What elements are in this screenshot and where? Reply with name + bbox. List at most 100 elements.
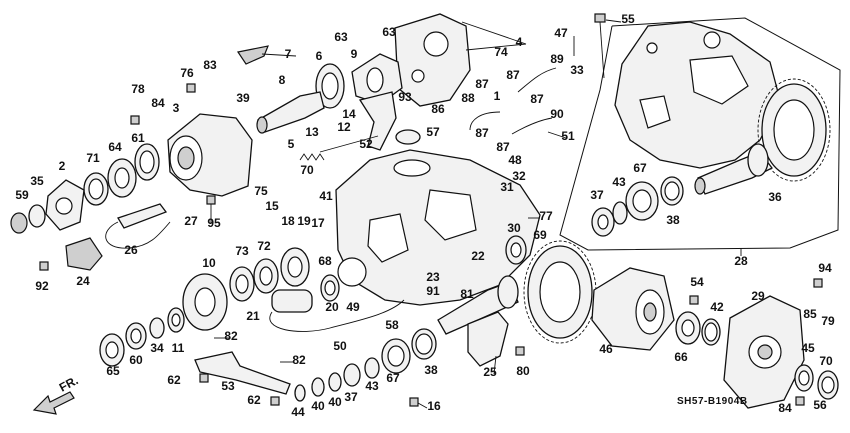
- callout-c87e: 87: [496, 140, 510, 154]
- callout-c12: 12: [337, 120, 351, 134]
- callout-c54: 54: [690, 275, 704, 289]
- shaft-8: [256, 91, 325, 134]
- front-direction-label: FR.: [57, 373, 81, 394]
- rear-cover-29: [723, 295, 805, 409]
- callout-c29: 29: [751, 289, 765, 303]
- callout-c40a: 40: [311, 399, 325, 413]
- callout-c46: 46: [599, 342, 613, 356]
- callout-c63b: 63: [382, 25, 396, 39]
- actuator-21: [269, 289, 405, 332]
- bracket-7: [237, 45, 269, 65]
- ring-gear-right: [757, 78, 831, 182]
- callout-c34: 34: [150, 341, 164, 355]
- callout-c82a: 82: [224, 329, 238, 343]
- callout-c17: 17: [311, 216, 325, 230]
- callout-c88: 88: [461, 91, 475, 105]
- callout-c53: 53: [221, 379, 235, 393]
- callout-c72: 72: [257, 239, 271, 253]
- callout-c82b: 82: [292, 353, 306, 367]
- callout-c90: 90: [550, 107, 564, 121]
- callout-c63a: 63: [334, 30, 348, 44]
- callout-c62a: 62: [167, 373, 181, 387]
- callout-c35: 35: [30, 174, 44, 188]
- callout-c3: 3: [173, 101, 180, 115]
- callout-c58: 58: [385, 318, 399, 332]
- bolts: [39, 13, 823, 407]
- callout-c65: 65: [106, 364, 120, 378]
- callout-c85: 85: [803, 307, 817, 321]
- callout-c44: 44: [291, 405, 305, 419]
- callout-c16: 16: [427, 399, 441, 413]
- callout-c15: 15: [265, 199, 279, 213]
- callout-c67a: 67: [633, 161, 647, 175]
- callout-c70a: 70: [300, 163, 314, 177]
- callout-c37b: 37: [344, 390, 358, 404]
- lever-53: [194, 351, 291, 395]
- callout-c51: 51: [561, 129, 575, 143]
- washer-43-lower: [364, 357, 380, 379]
- washer-43-right: [612, 201, 628, 225]
- ring-gear-lower: [523, 240, 597, 344]
- callout-c87b: 87: [506, 68, 520, 82]
- callout-c21: 21: [246, 309, 260, 323]
- washer-34: [149, 317, 165, 339]
- washer-40a: [311, 377, 325, 397]
- callout-c13: 13: [305, 125, 319, 139]
- callout-c70b: 70: [819, 354, 833, 368]
- callout-c61: 61: [131, 131, 145, 145]
- callout-c24: 24: [76, 274, 90, 288]
- callout-c81: 81: [460, 287, 474, 301]
- transfer-housing: [614, 21, 781, 169]
- assembly-boundary-line: [559, 17, 841, 251]
- callout-c50: 50: [333, 339, 347, 353]
- sensor-26: [105, 203, 171, 249]
- callout-c11: 11: [172, 341, 185, 355]
- callout-c71: 71: [86, 151, 100, 165]
- callout-c43a: 43: [612, 175, 626, 189]
- callout-c84b: 84: [778, 401, 792, 415]
- callout-c30: 30: [507, 221, 521, 235]
- callout-c91: 91: [426, 284, 440, 298]
- callout-c83: 83: [203, 58, 217, 72]
- callout-c8: 8: [279, 73, 286, 87]
- callout-c79: 79: [821, 314, 835, 328]
- callout-c6: 6: [316, 49, 323, 63]
- callout-c41: 41: [319, 189, 333, 203]
- callout-c64: 64: [108, 140, 122, 154]
- callout-c94: 94: [818, 261, 832, 275]
- callout-c60: 60: [129, 353, 143, 367]
- callout-c87c: 87: [530, 92, 544, 106]
- callout-c80: 80: [516, 364, 530, 378]
- washer-40b: [328, 372, 342, 392]
- nut-59: [10, 212, 28, 234]
- pipe-88: [469, 111, 501, 131]
- left-housing-3: [167, 113, 253, 197]
- cap-57: [395, 129, 421, 145]
- callout-c78: 78: [131, 82, 145, 96]
- seal-37-lower: [343, 363, 361, 387]
- callout-c48: 48: [508, 153, 522, 167]
- callout-c89: 89: [550, 52, 564, 66]
- callout-c7: 7: [285, 47, 292, 61]
- callout-c45: 45: [801, 341, 815, 355]
- pinion-shaft: [694, 143, 773, 195]
- callout-c69: 69: [533, 228, 547, 242]
- callout-c38b: 38: [424, 363, 438, 377]
- washer-35: [28, 204, 46, 228]
- callout-c86: 86: [431, 102, 445, 116]
- callout-c76: 76: [180, 66, 194, 80]
- callout-c37a: 37: [590, 188, 604, 202]
- callout-c9: 9: [351, 47, 358, 61]
- pipe-90: [511, 117, 553, 135]
- callout-c74: 74: [494, 45, 508, 59]
- clutch-unit-10: [182, 273, 228, 331]
- callout-c49: 49: [346, 300, 360, 314]
- callout-c36: 36: [768, 190, 782, 204]
- callout-c31: 31: [500, 180, 514, 194]
- callout-c95: 95: [207, 216, 221, 230]
- callout-c62b: 62: [247, 393, 261, 407]
- callout-c18: 18: [281, 214, 295, 228]
- callout-c38a: 38: [666, 213, 680, 227]
- callout-c10: 10: [202, 256, 216, 270]
- callout-c32: 32: [512, 169, 526, 183]
